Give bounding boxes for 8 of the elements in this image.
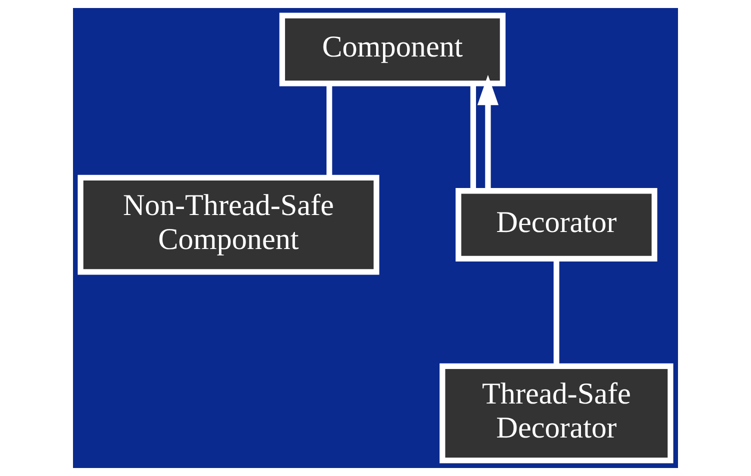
node-box: Component <box>279 12 506 86</box>
connector <box>326 84 332 178</box>
arrow <box>477 74 499 190</box>
connector <box>554 259 560 366</box>
connector <box>470 84 476 191</box>
node-box: Non-Thread-Safe Component <box>78 174 380 275</box>
node-box: Decorator <box>456 188 658 262</box>
node-box: Thread-Safe Decorator <box>440 363 674 464</box>
